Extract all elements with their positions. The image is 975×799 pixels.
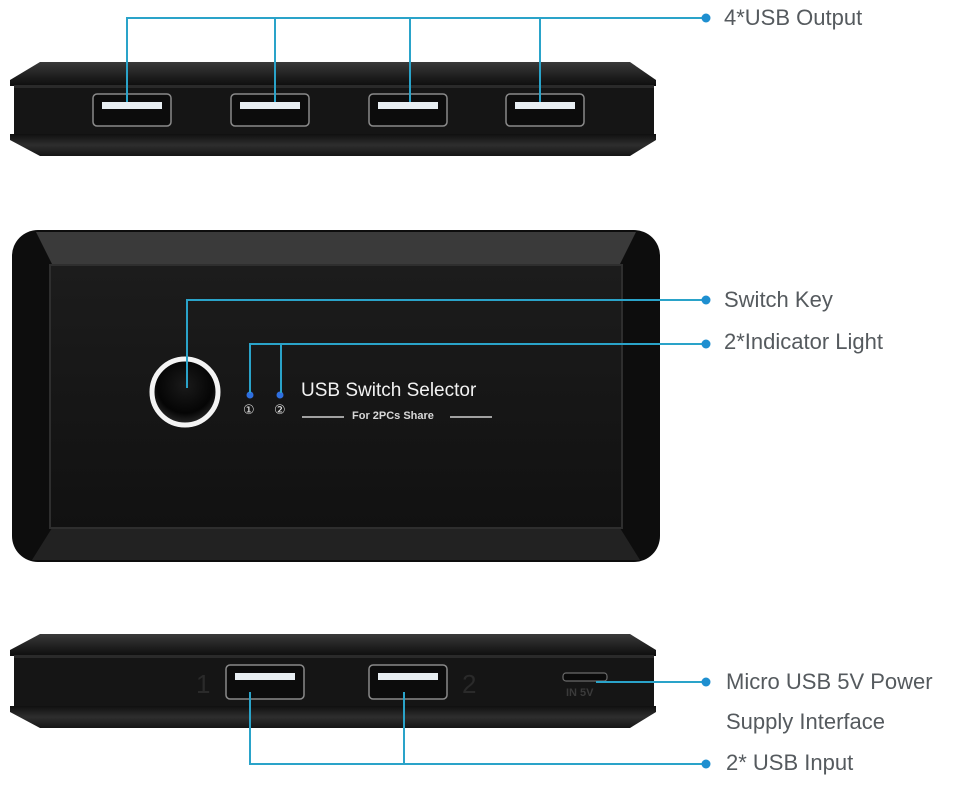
callout-usb-output: 4*USB Output (724, 5, 863, 30)
power-port-label: IN 5V (566, 687, 594, 699)
device-input-side (10, 634, 656, 728)
callout-power-line1: Micro USB 5V Power (726, 669, 933, 694)
device-subtitle: For 2PCs Share (352, 410, 434, 422)
callout-line-usb-output (126, 17, 705, 102)
callout-indicator-light: 2*Indicator Light (724, 329, 883, 354)
input-port-label-1: 1 (196, 669, 211, 699)
callout-switch-key: Switch Key (724, 287, 833, 312)
callout-dot (701, 13, 711, 23)
callout-power-line2: Supply Interface (726, 709, 885, 734)
usb-input-port-1 (225, 664, 305, 700)
callout-line-switch-key (186, 299, 705, 388)
callout-dot (701, 295, 711, 305)
indicator-led-1 (246, 391, 254, 399)
usb-output-port (505, 93, 585, 127)
micro-usb-port (562, 672, 608, 682)
callout-line-usb-input (249, 692, 705, 765)
led-label-2: ② (274, 403, 286, 418)
indicator-led-2 (276, 391, 284, 399)
input-port-label-2: 2 (462, 669, 477, 699)
callout-line-indicator (249, 343, 705, 393)
device-output-side (10, 62, 656, 156)
callout-dot (701, 677, 711, 687)
switch-key-button (149, 356, 221, 428)
device-title: USB Switch Selector (301, 380, 477, 401)
usb-output-port (92, 93, 172, 127)
callout-dots (701, 13, 711, 769)
usb-output-port (368, 93, 448, 127)
callout-usb-input: 2* USB Input (726, 750, 854, 775)
callout-dot (701, 759, 711, 769)
usb-output-port (230, 93, 310, 127)
device-top-face (12, 230, 660, 562)
usb-input-port-2 (368, 664, 448, 700)
callout-lines (126, 17, 705, 765)
callout-dot (701, 339, 711, 349)
led-label-1: ① (243, 403, 255, 418)
